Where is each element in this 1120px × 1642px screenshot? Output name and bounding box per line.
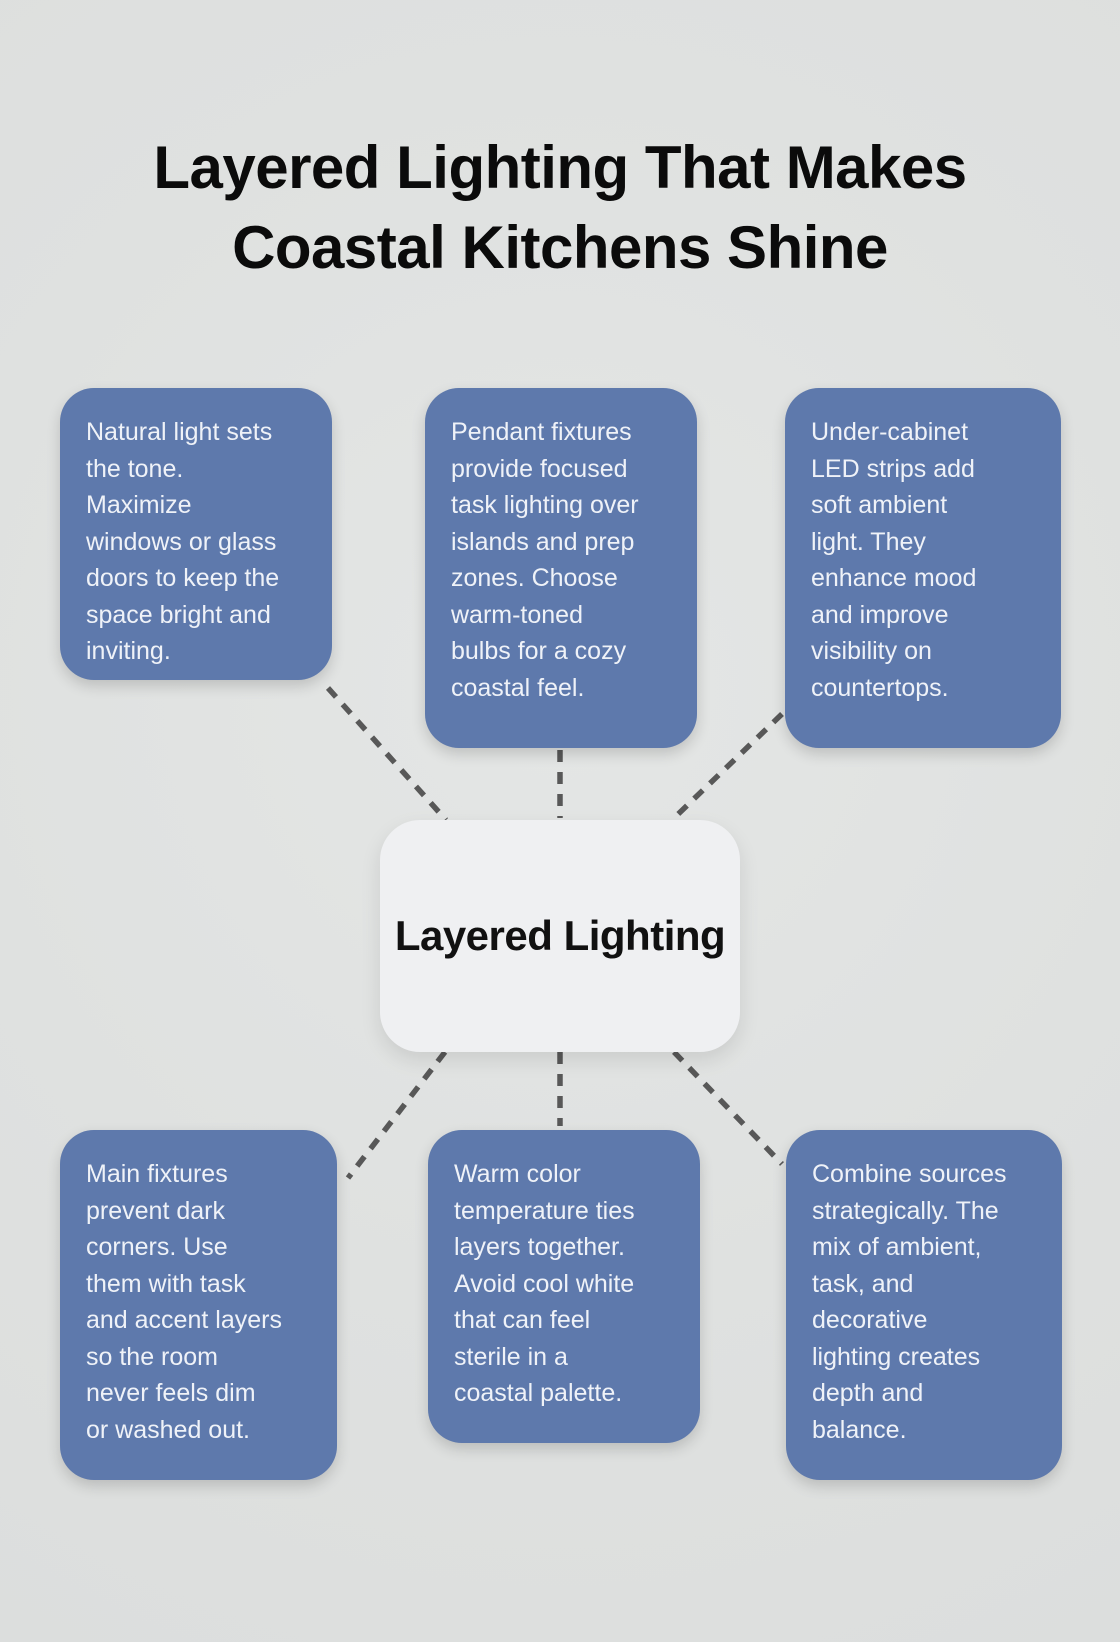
page-title: Layered Lighting That Makes Coastal Kitc… [153,134,967,282]
node-pendant-fixtures: Pendant fixtures provide focused task li… [425,388,697,748]
node-under-cabinet: Under-cabinet LED strips add soft ambien… [785,388,1061,748]
node-warm-color: Warm color temperature ties layers toget… [428,1130,700,1443]
central-node-label: Layered Lighting [394,912,726,959]
central-node: Layered Lighting [380,820,740,1052]
node-combine-sources: Combine sources strategically. The mix o… [786,1130,1062,1480]
node-natural-light: Natural light sets the tone. Maximize wi… [60,388,332,680]
node-main-fixtures: Main fixtures prevent dark corners. Use … [60,1130,337,1480]
